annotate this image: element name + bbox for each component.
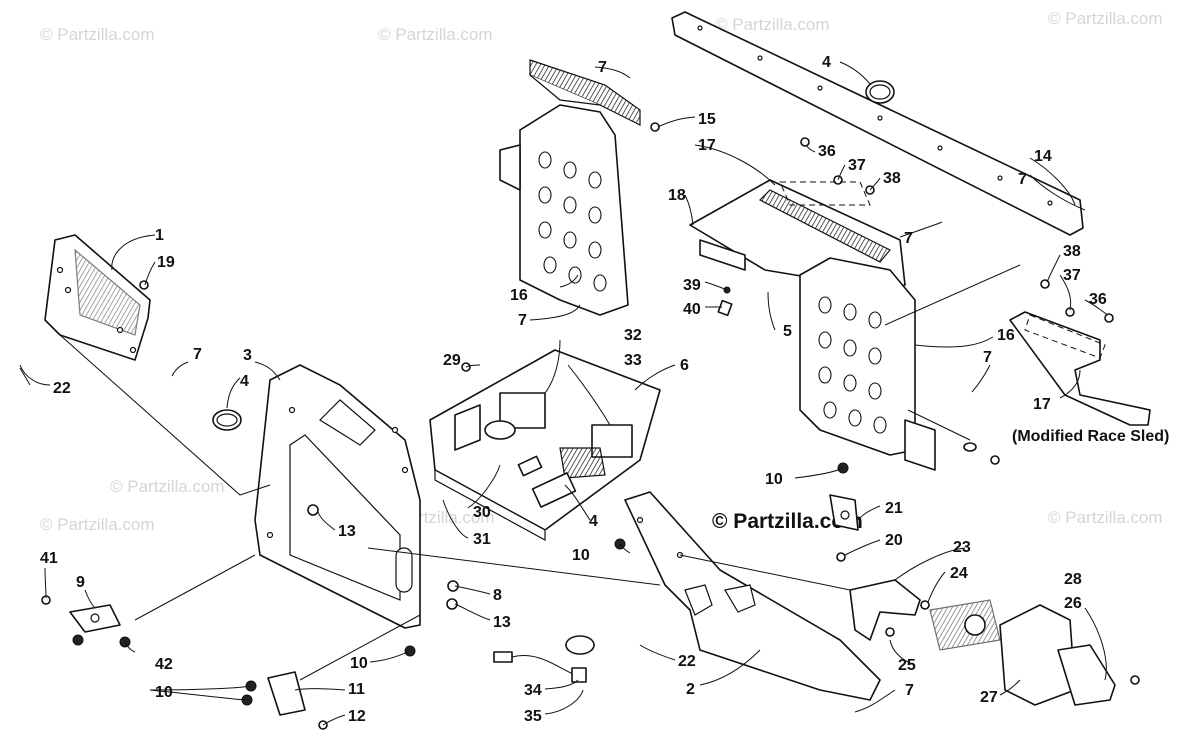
leader-lines — [19, 61, 1109, 726]
callout-10: 10 — [350, 655, 368, 672]
callout-7: 7 — [598, 59, 607, 76]
construction-lines — [59, 181, 1021, 681]
callout-28: 28 — [1064, 571, 1082, 588]
watermark-text: © Partzilla.com — [110, 477, 225, 496]
callout-34: 34 — [524, 682, 542, 699]
callout-32: 32 — [624, 327, 642, 344]
callout-12: 12 — [348, 708, 366, 725]
callout-38: 38 — [1063, 243, 1081, 260]
callout-1: 1 — [155, 227, 164, 244]
callout-13: 13 — [338, 523, 356, 540]
part-16-lower-plate — [799, 257, 936, 471]
callout-31: 31 — [473, 531, 491, 548]
callout-20: 20 — [885, 532, 903, 549]
callout-26: 26 — [1064, 595, 1082, 612]
callout-2: 2 — [686, 681, 695, 698]
callout-22: 22 — [53, 380, 71, 397]
part-26-cover — [1057, 644, 1116, 706]
part-3-frame-plate — [254, 364, 421, 629]
callout-7: 7 — [193, 346, 202, 363]
callout-7: 7 — [983, 349, 992, 366]
callout-38: 38 — [883, 170, 901, 187]
callout-15: 15 — [698, 111, 716, 128]
callout-17: 17 — [1033, 396, 1051, 413]
callout-14: 14 — [1034, 148, 1052, 165]
callout-7: 7 — [905, 682, 914, 699]
callout-11: 11 — [348, 681, 365, 698]
callout-6: 6 — [680, 357, 689, 374]
part-34-harness — [493, 635, 595, 683]
callout-39: 39 — [683, 277, 701, 294]
callout-23: 23 — [953, 539, 971, 556]
race-sled-note: (Modified Race Sled) — [1012, 428, 1169, 445]
part-17-upper-grille — [529, 59, 641, 126]
callout-3: 3 — [243, 347, 252, 364]
callout-29: 29 — [443, 352, 461, 369]
callout-10: 10 — [572, 547, 590, 564]
callout-36: 36 — [818, 143, 836, 160]
part-4-rings — [212, 409, 242, 431]
callout-4: 4 — [589, 513, 598, 530]
callout-17: 17 — [698, 137, 716, 154]
callout-7: 7 — [518, 312, 527, 329]
part-14-rail — [671, 11, 1084, 236]
part-21-bracket — [829, 494, 859, 531]
callout-42: 42 — [155, 656, 173, 673]
callout-10: 10 — [765, 471, 783, 488]
callout-4: 4 — [822, 54, 831, 71]
callout-16: 16 — [510, 287, 528, 304]
callout-9: 9 — [76, 574, 85, 591]
watermark-text: © Partzilla.com — [378, 25, 493, 44]
callout-16: 16 — [997, 327, 1015, 344]
callout-24: 24 — [950, 565, 968, 582]
callout-7: 7 — [1018, 171, 1027, 188]
callout-19: 19 — [157, 254, 175, 271]
callout-33: 33 — [624, 352, 642, 369]
part-17-race-grille — [1009, 311, 1151, 426]
callout-7: 7 — [904, 230, 913, 247]
callout-13: 13 — [493, 614, 511, 631]
callout-8: 8 — [493, 587, 502, 604]
callout-41: 41 — [40, 550, 58, 567]
watermark-center: © Partzilla.com — [712, 510, 863, 533]
part-16-upper-plate — [499, 104, 629, 316]
callout-22: 22 — [678, 653, 696, 670]
part-4-clamp-ring — [865, 80, 895, 104]
callout-35: 35 — [524, 708, 542, 725]
callout-18: 18 — [668, 187, 686, 204]
callout-37: 37 — [848, 157, 866, 174]
watermark-text: © Partzilla.com — [715, 15, 830, 34]
part-2-frame-plate — [624, 491, 881, 701]
callout-27: 27 — [980, 689, 998, 706]
callout-10: 10 — [155, 684, 173, 701]
part-6-tray — [429, 349, 661, 542]
callouts: 1 19 22 7 3 4 13 41 9 42 10 11 12 10 8 1… — [40, 54, 1169, 725]
callout-37: 37 — [1063, 267, 1081, 284]
part-1-bracket — [44, 234, 151, 361]
callout-4: 4 — [240, 373, 249, 390]
watermark-text: © Partzilla.com — [1048, 508, 1163, 527]
callout-30: 30 — [473, 504, 491, 521]
watermark-text: © Partzilla.com — [40, 515, 155, 534]
part-9-bracket — [69, 604, 121, 633]
part-11-bracket — [267, 671, 306, 716]
callout-21: 21 — [885, 500, 903, 517]
callout-5: 5 — [783, 323, 792, 340]
watermark-text: © Partzilla.com — [1048, 9, 1163, 28]
callout-40: 40 — [683, 301, 701, 318]
callout-36: 36 — [1089, 291, 1107, 308]
callout-25: 25 — [898, 657, 916, 674]
part-23-mount — [849, 579, 1001, 651]
watermark-text: © Partzilla.com — [40, 25, 155, 44]
